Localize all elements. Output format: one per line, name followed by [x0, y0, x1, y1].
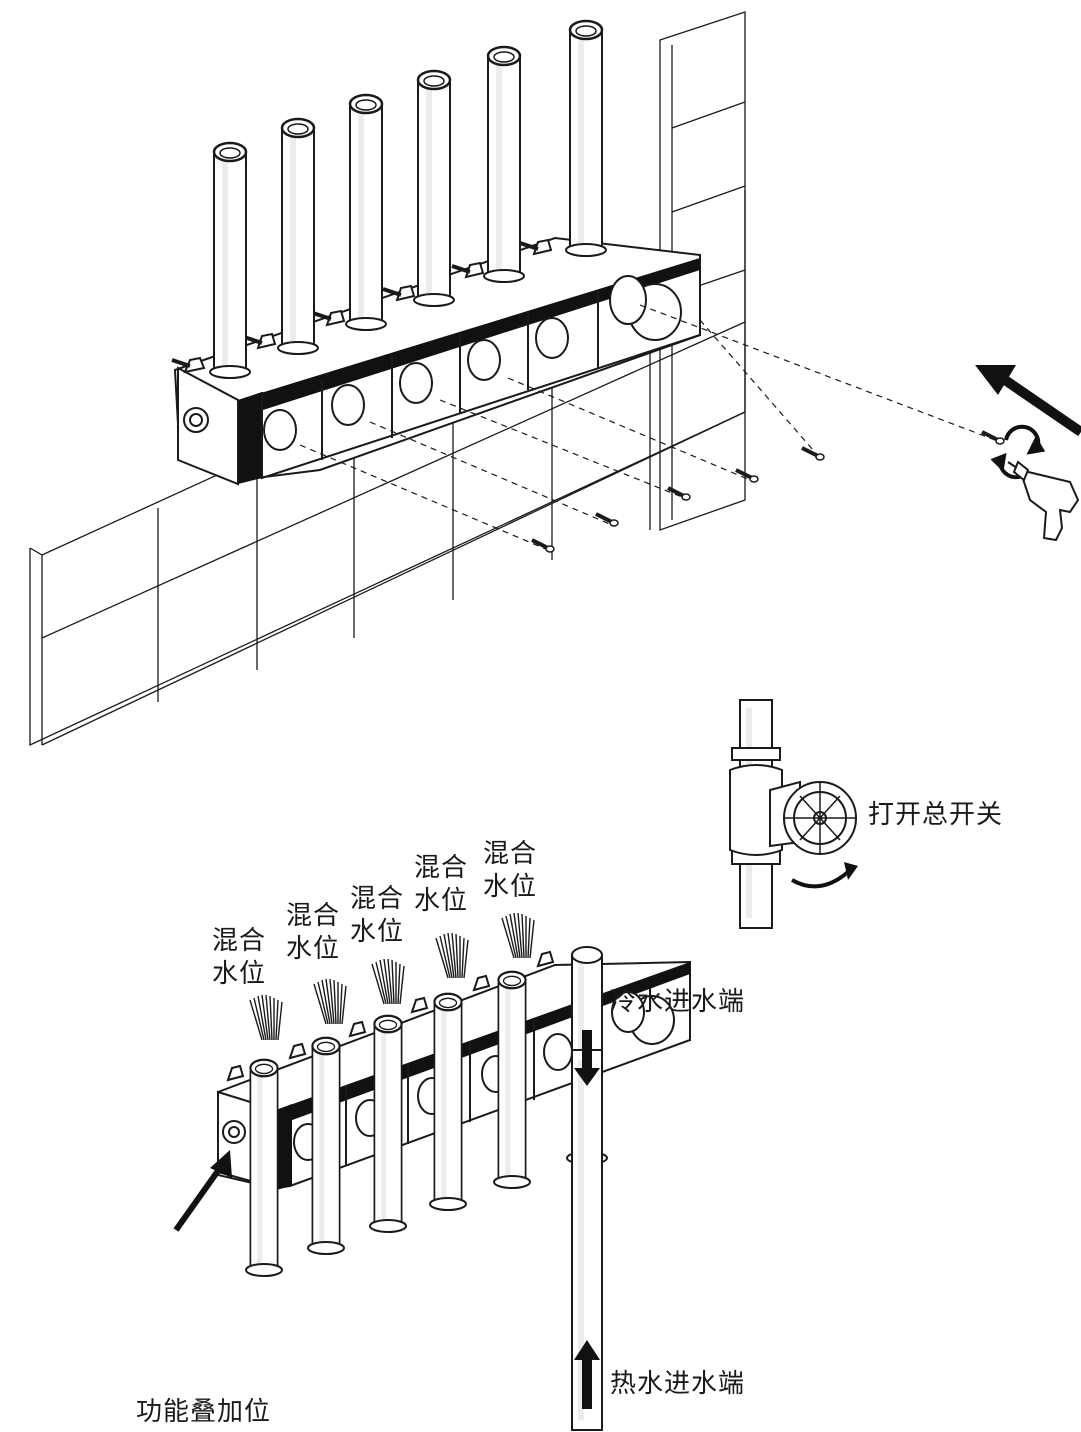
hot-inlet-label: 热水进水端 [610, 1369, 746, 1399]
mixing-position-label-1: 混合 水位 [212, 926, 267, 989]
mixing-position-label-4: 混合 水位 [414, 853, 469, 916]
alignment-lines [299, 304, 996, 551]
direction-arrow-icon [975, 365, 1081, 437]
main-switch-label: 打开总开关 [868, 800, 1004, 830]
screw-icon [530, 430, 1006, 554]
rotate-arrow-icon [791, 862, 858, 889]
function-position-label: 功能叠加位 [136, 1397, 272, 1427]
mixing-position-label-5: 混合 水位 [483, 839, 538, 902]
pointer-arrow-icon [173, 1150, 232, 1232]
manifold-top [171, 19, 701, 486]
valve-icon [729, 699, 857, 929]
drill-icon [1007, 460, 1080, 542]
flow-arrow-icon [574, 1030, 600, 1409]
mixing-position-label-2: 混合 水位 [286, 901, 341, 964]
mixing-position-label-3: 混合 水位 [350, 884, 405, 947]
cold-inlet-label: 冷水进水端 [610, 987, 746, 1017]
